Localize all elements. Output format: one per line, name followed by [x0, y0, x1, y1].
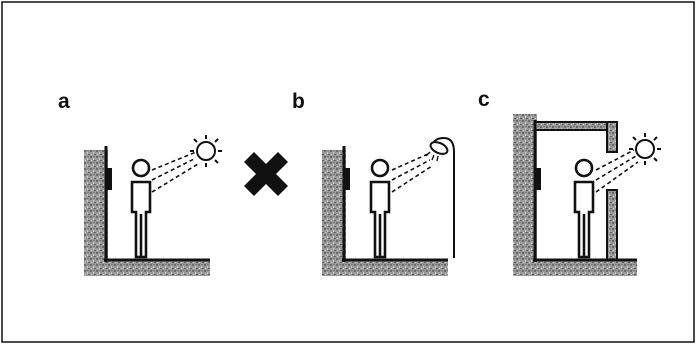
panel-b: b: [292, 90, 455, 276]
wall: [513, 114, 537, 276]
panel-c: c: [478, 88, 661, 276]
sun-icon: [629, 133, 661, 165]
ground: [535, 260, 637, 276]
panel-a: a: [58, 90, 222, 276]
light-rays: [391, 153, 433, 193]
light-rays: [151, 151, 199, 193]
wall-sensor: [535, 168, 541, 190]
window-lintel: [606, 121, 618, 153]
wall: [322, 150, 346, 276]
person: [573, 158, 595, 259]
cross-mark: [244, 152, 288, 196]
window-sill-wall: [606, 189, 618, 261]
lamp-icon: [425, 136, 455, 258]
panel-b-label: b: [292, 90, 305, 113]
panel-a-label: a: [58, 90, 70, 113]
person: [130, 158, 152, 259]
wall: [84, 150, 108, 276]
wall-sensor: [344, 168, 350, 190]
panel-c-label: c: [478, 88, 490, 111]
ground: [106, 260, 210, 276]
sun-icon: [190, 135, 222, 167]
person: [369, 158, 391, 259]
ground: [344, 260, 448, 276]
wall-sensor: [106, 168, 112, 190]
light-rays: [595, 149, 639, 193]
roof: [534, 121, 618, 131]
